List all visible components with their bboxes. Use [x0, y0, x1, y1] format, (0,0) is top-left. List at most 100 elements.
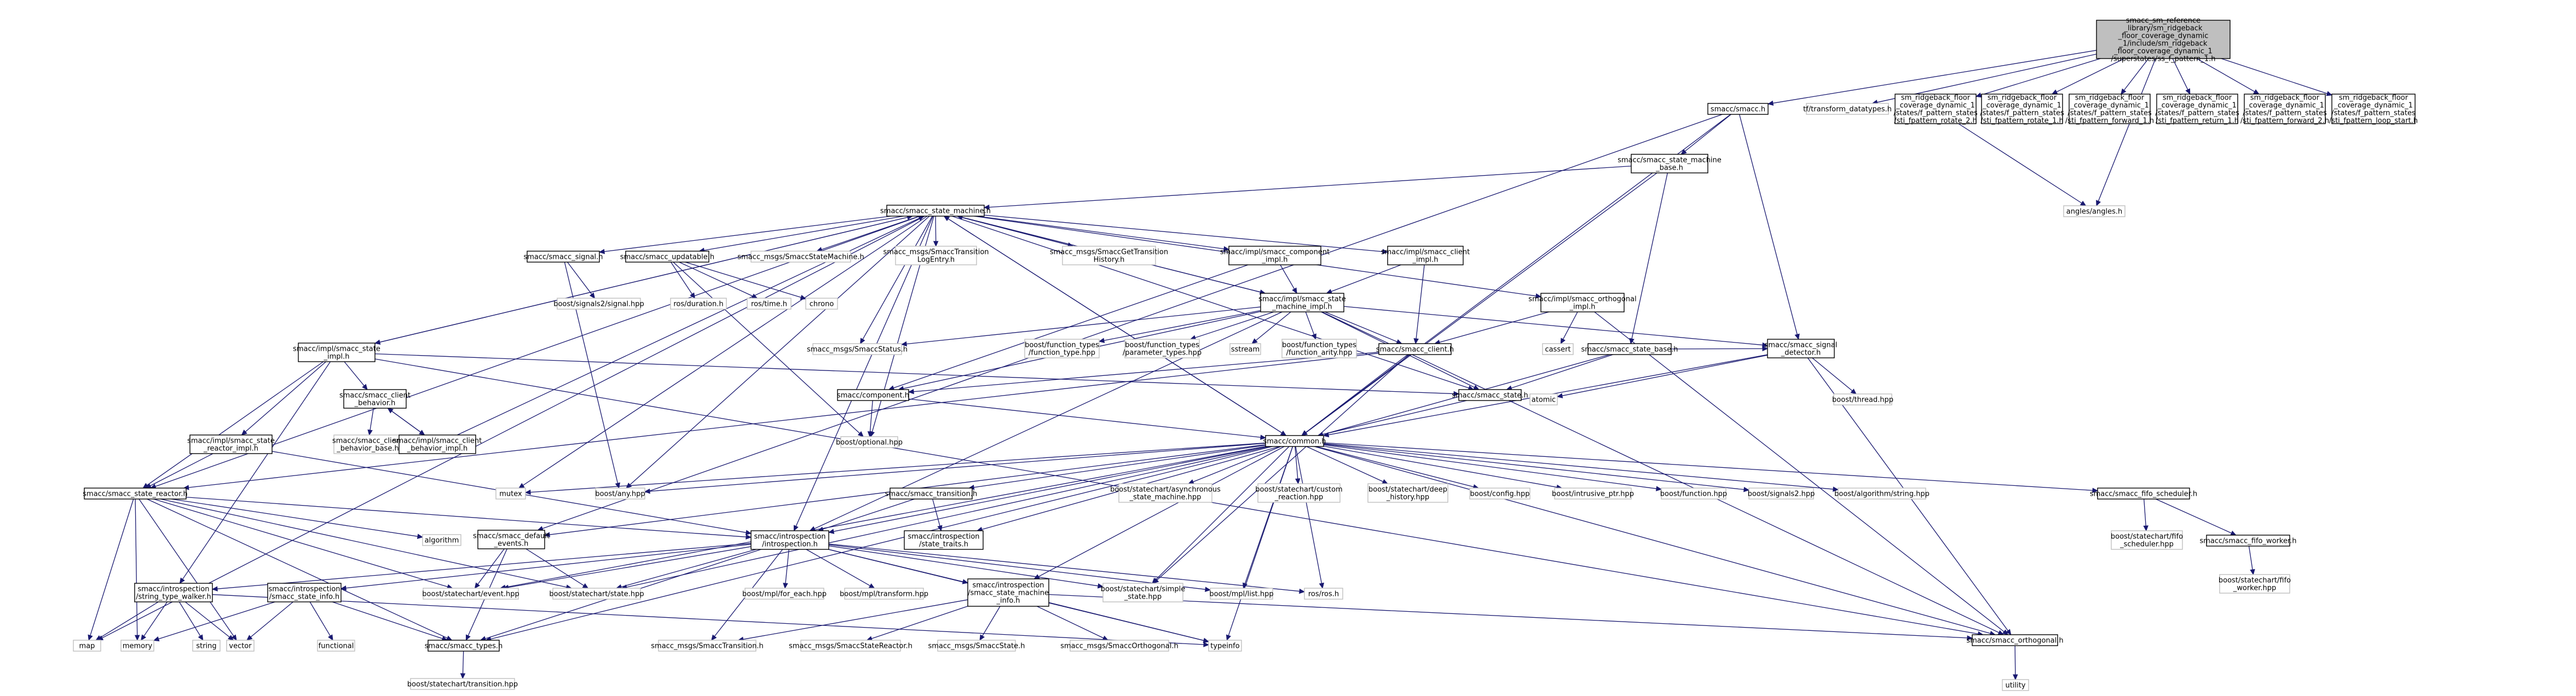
node-smacc-h[interactable]: smacc/smacc.h	[1707, 103, 1769, 115]
edge-arrowhead	[198, 634, 204, 641]
node-label: sm_ridgeback_floor	[2339, 94, 2408, 102]
edge-arrowhead	[598, 248, 605, 254]
node-box	[1387, 246, 1464, 265]
node-fifo-scheduler[interactable]: smacc/smacc_fifo_scheduler.h	[2090, 488, 2197, 500]
edge-arrowhead	[1311, 333, 1316, 340]
node-introspection[interactable]: smacc/introspection/introspection.h	[750, 530, 829, 550]
node-smacc-types[interactable]: smacc/smacc_types.h	[425, 640, 503, 652]
edge-arrowhead	[1997, 630, 2005, 635]
node-label: /smacc_state_machine	[968, 589, 1049, 598]
node-box	[134, 583, 213, 602]
node-state-machine[interactable]: smacc/smacc_state_machine.h	[880, 205, 991, 217]
node-string: string	[192, 640, 221, 652]
node-sm-info[interactable]: smacc/introspection/smacc_state_machine_…	[967, 578, 1049, 607]
node-smacc-updatable[interactable]: smacc/smacc_updatable.h	[620, 251, 714, 263]
node-label: smacc_msgs/SmaccStatus.h	[807, 346, 908, 354]
node-sti-forward-1[interactable]: sm_ridgeback_floor_coverage_dynamic_1/st…	[2065, 94, 2154, 125]
node-smacc-state-base[interactable]: smacc/smacc_state_base.h	[1581, 343, 1678, 355]
edge-arrowhead	[134, 635, 140, 641]
node-msg-orthogonal: smacc_msgs/SmaccOrthogonal.h	[1060, 640, 1179, 652]
node-box	[1542, 343, 1574, 355]
edge-client-behavior-impl-to-client-behavior	[391, 410, 425, 436]
node-msg-status: smacc_msgs/SmaccStatus.h	[807, 343, 908, 355]
node-box	[2002, 679, 2029, 691]
node-sm-impl[interactable]: smacc/impl/smacc_state_machine_impl.h	[1258, 293, 1346, 312]
edge-arrowhead	[1743, 486, 1750, 492]
node-smacc-state-info[interactable]: smacc/introspection/smacc_state_info.h	[267, 583, 342, 602]
edge-arrowhead	[2006, 629, 2012, 635]
node-common[interactable]: smacc/common.h	[1263, 435, 1326, 447]
node-smacc-orthogonal[interactable]: smacc/smacc_orthogonal.h	[1966, 634, 2064, 646]
node-fifo-worker[interactable]: smacc/smacc_fifo_worker.h	[2199, 535, 2297, 547]
node-smacc-signal[interactable]: smacc/smacc_signal.h	[523, 251, 603, 263]
node-sm-base[interactable]: smacc/smacc_state_machine_base.h	[1618, 154, 1722, 173]
node-state-reactor[interactable]: smacc/smacc_state_reactor.h	[83, 488, 188, 500]
edge-sm-base-to-common	[1306, 172, 1657, 433]
edge-state-reactor-to-sc-state	[160, 498, 567, 588]
node-client-behavior-impl[interactable]: smacc/impl/smacc_client_behavior_impl.h	[393, 434, 482, 454]
node-box	[2111, 530, 2183, 550]
node-smacc-client[interactable]: smacc/smacc_client.h	[1376, 343, 1454, 355]
node-sti-return-1[interactable]: sm_ridgeback_floor_coverage_dynamic_1/st…	[2155, 94, 2239, 125]
node-smacc-state[interactable]: smacc/smacc_state.h	[1452, 389, 1528, 401]
edge-arrowhead	[979, 634, 985, 641]
node-label: smacc/smacc_client	[332, 437, 403, 445]
node-box	[890, 488, 973, 500]
node-box	[1707, 103, 1769, 115]
node-sti-rotate-1[interactable]: sm_ridgeback_floor_coverage_dynamic_1/st…	[1980, 94, 2064, 125]
node-label: LogEntry.h	[917, 256, 955, 264]
node-state-reactor-impl[interactable]: smacc/impl/smacc_state_reactor_impl.h	[187, 434, 275, 454]
node-boost-optional: boost/optional.hpp	[836, 436, 903, 448]
edge-arrowhead	[644, 489, 650, 494]
node-string-type-walker[interactable]: smacc/introspection/string_type_walker.h	[134, 583, 213, 602]
node-label: smacc/smacc_fifo_worker.h	[2199, 537, 2296, 546]
edge-root-to-sti-rotate-1	[2056, 58, 2125, 92]
edge-smacc-updatable-to-ros-time	[679, 262, 753, 297]
edge-arrowhead	[1975, 92, 1982, 98]
edge-arrowhead	[1794, 333, 1800, 340]
edge-signal-detector-to-thread	[1812, 357, 1853, 391]
node-label: memory	[123, 642, 153, 651]
edge-arrowhead	[800, 294, 807, 300]
node-root[interactable]: smacc_sm_reference_library/sm_ridgeback_…	[2096, 17, 2231, 63]
node-sti-forward-2[interactable]: sm_ridgeback_floor_coverage_dynamic_1/st…	[2240, 94, 2329, 125]
edge-arrowhead	[1226, 634, 1231, 641]
node-component-impl[interactable]: smacc/impl/smacc_component_impl.h	[1220, 246, 1330, 265]
node-mpl-list: boost/mpl/list.hpp	[1209, 588, 1274, 600]
node-label: smacc/smacc.h	[1711, 106, 1765, 114]
node-memory: memory	[120, 640, 154, 652]
node-mpl-for-each: boost/mpl/for_each.hpp	[742, 588, 827, 600]
edge-fifo-scheduler-to-fifo-worker	[2155, 498, 2232, 533]
edge-arrowhead	[417, 533, 424, 539]
node-label: /states/f_pattern_states	[1980, 109, 2064, 118]
node-sti-rotate-2[interactable]: sm_ridgeback_floor_coverage_dynamic_1/st…	[1893, 94, 1978, 125]
node-client-behavior[interactable]: smacc/smacc_client_behavior.h	[339, 389, 411, 409]
node-label: boost/statechart/asynchronous	[1110, 486, 1221, 494]
node-box	[1981, 94, 2063, 124]
edge-state-reactor-to-smacc-types	[147, 498, 448, 639]
node-box	[1062, 246, 1156, 265]
node-smacc-transition[interactable]: smacc/smacc_transition.h	[885, 488, 978, 500]
edge-client-impl-to-sm-impl	[1331, 264, 1401, 292]
node-label: smacc/impl/smacc_state	[293, 345, 380, 353]
edge-root-to-sti-forward-2	[2196, 58, 2255, 92]
node-ft-param-types: boost/function_types/parameter_types.hpp	[1123, 339, 1202, 358]
node-client-impl[interactable]: smacc/impl/smacc_client_impl.h	[1381, 246, 1470, 265]
node-sti-loop-start[interactable]: sm_ridgeback_floor_coverage_dynamic_1/st…	[2329, 94, 2418, 125]
node-label: boost/intrusive_ptr.hpp	[1552, 490, 1634, 498]
node-state-impl[interactable]: smacc/impl/smacc_state_impl.h	[293, 343, 380, 362]
node-label: _scheduler.hpp	[2119, 541, 2174, 549]
node-box	[812, 343, 902, 355]
node-smacc-default-events[interactable]: smacc/smacc_default_events.h	[473, 530, 550, 549]
node-state-traits[interactable]: smacc/introspection/state_traits.h	[904, 530, 984, 550]
node-orthogonal-impl[interactable]: smacc/impl/smacc_orthogonal_impl.h	[1528, 293, 1637, 312]
node-smacc-component[interactable]: smacc/component.h	[837, 389, 909, 401]
node-box	[1070, 640, 1169, 652]
edge-arrowhead	[328, 634, 333, 641]
edge-arrowhead	[867, 431, 873, 438]
edge-component-impl-to-sm-impl	[1280, 264, 1295, 289]
node-signal-detector[interactable]: smacc/smacc_signal_detector.h	[1765, 339, 1838, 358]
node-box	[2156, 94, 2238, 124]
node-box	[423, 588, 519, 600]
